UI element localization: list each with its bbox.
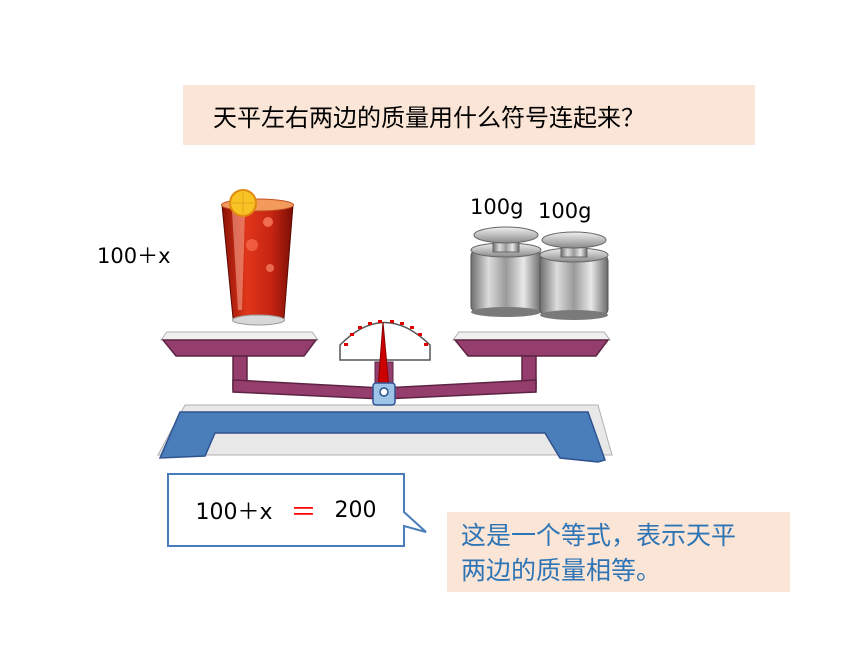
question-box: 天平左右两边的质量用什么符号连起来？ xyxy=(183,85,755,145)
explanation-line-1: 这是一个等式，表示天平 xyxy=(461,521,737,550)
weight-1 xyxy=(470,226,542,317)
equation-equals-sign: ＝ xyxy=(290,497,317,528)
equation-bubble-shape xyxy=(167,473,427,547)
scale-pivot xyxy=(372,382,396,406)
weight-label-1: 100g xyxy=(470,195,524,219)
juice-glass xyxy=(221,189,294,326)
weight-label-2: 100g xyxy=(538,199,592,223)
equation-lhs: 100＋x xyxy=(195,500,273,525)
equation-bubble: 100＋x ＝ 200 xyxy=(168,474,404,546)
explanation-box: 这是一个等式，表示天平 两边的质量相等。 xyxy=(447,512,790,592)
equation-rhs: 200 xyxy=(334,497,377,523)
left-pan-label: 100＋x xyxy=(97,244,171,268)
weight-2 xyxy=(539,231,609,320)
scale-base xyxy=(157,404,613,463)
question-text: 天平左右两边的质量用什么符号连起来？ xyxy=(213,103,645,132)
explanation-line-2: 两边的质量相等。 xyxy=(461,556,662,585)
left-pan xyxy=(160,331,319,390)
